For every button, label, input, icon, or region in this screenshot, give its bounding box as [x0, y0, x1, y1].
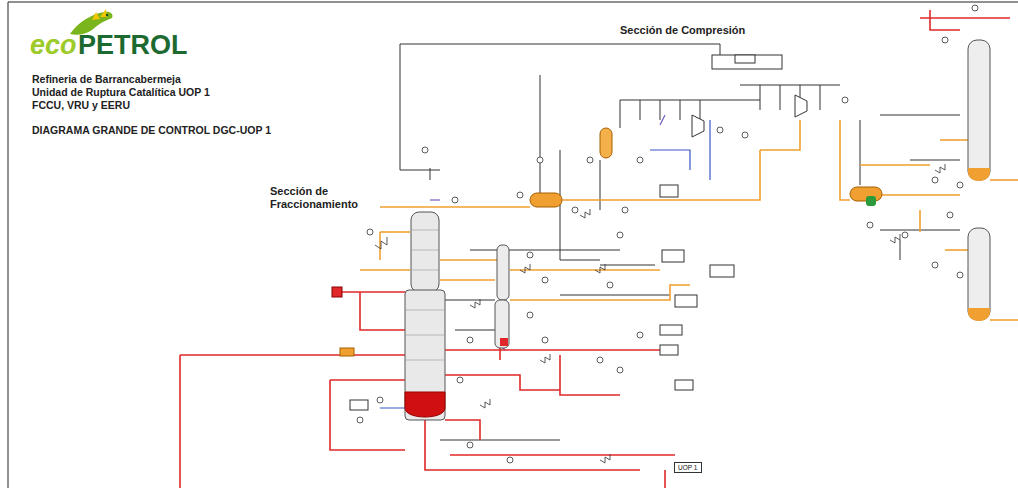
reference-boxes: [350, 55, 755, 410]
logo-text: eco: [30, 30, 77, 61]
control-valves: [375, 164, 945, 463]
unit-name: Unidad de Ruptura Catalítica UOP 1: [32, 86, 210, 98]
equipment: [332, 40, 990, 420]
diagram-title: DIAGRAMA GRANDE DE CONTROL DGC-UOP 1: [32, 124, 271, 136]
section-heading: Sección de Compresión: [620, 24, 745, 36]
box-label: UOP 1: [678, 464, 698, 471]
reference-box: UOP 1: [674, 462, 702, 473]
hydrocarbon-lines: [360, 120, 1018, 320]
equipment-box: [712, 55, 782, 69]
steam-lines: [430, 115, 665, 350]
instruments: [357, 5, 978, 463]
heavy-oil-lines: [180, 10, 1010, 488]
frame: [8, 2, 1018, 488]
section-heading: Sección de Fraccionamiento: [270, 185, 370, 211]
logo-text: PETROL: [78, 30, 188, 61]
signal-lines: [400, 44, 960, 440]
plant-name: Refineria de Barrancabermeja: [32, 73, 181, 85]
unit-scope: FCCU, VRU y EERU: [32, 99, 130, 111]
